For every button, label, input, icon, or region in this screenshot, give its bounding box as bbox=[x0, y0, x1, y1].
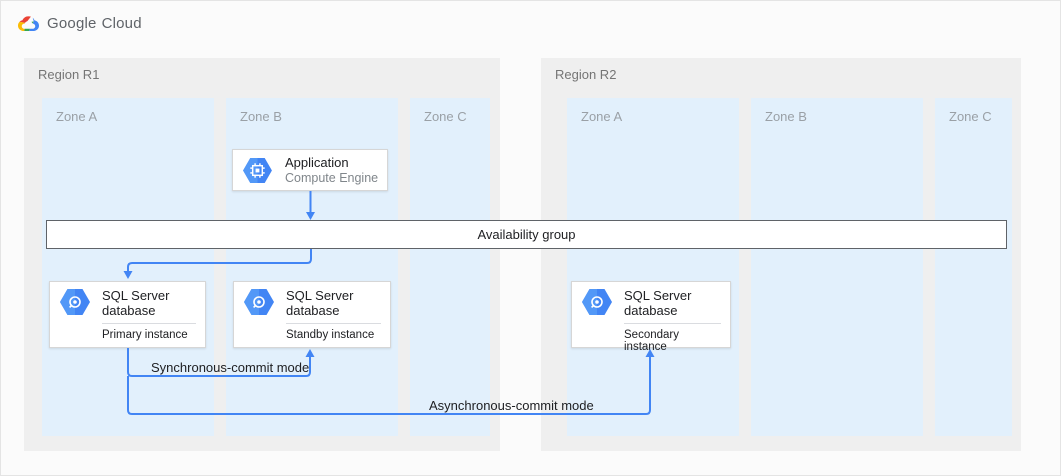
cloud-sql-icon bbox=[244, 289, 274, 315]
sql-primary-node: SQL Server database Primary instance bbox=[49, 281, 206, 348]
compute-engine-icon bbox=[243, 157, 272, 183]
region-r2-zone-c: Zone C bbox=[935, 98, 1012, 436]
zone-label: Zone A bbox=[56, 109, 98, 124]
availability-group-bar: Availability group bbox=[46, 220, 1007, 249]
sql-secondary-title: SQL Server database bbox=[624, 288, 692, 318]
application-subtitle: Compute Engine bbox=[285, 170, 379, 185]
region-r1-zone-c: Zone C bbox=[410, 98, 490, 436]
divider bbox=[624, 323, 721, 324]
sync-commit-label: Synchronous-commit mode bbox=[151, 360, 310, 375]
zone-label: Zone C bbox=[949, 109, 992, 124]
divider bbox=[102, 323, 196, 324]
zone-label: Zone B bbox=[240, 109, 282, 124]
divider bbox=[286, 323, 381, 324]
region-r2-label: Region R2 bbox=[555, 67, 617, 82]
sql-primary-subtitle: Primary instance bbox=[102, 329, 188, 341]
logo-text-google: Google bbox=[47, 14, 97, 32]
cloud-sql-icon bbox=[582, 289, 612, 315]
cloud-sql-icon bbox=[60, 289, 90, 315]
application-node: Application Compute Engine bbox=[232, 149, 388, 191]
zone-label: Zone B bbox=[765, 109, 807, 124]
sql-secondary-node: SQL Server database Secondary instance bbox=[571, 281, 731, 353]
sql-secondary-subtitle: Secondary instance bbox=[624, 329, 679, 353]
availability-group-label: Availability group bbox=[477, 227, 576, 242]
region-r2-zone-a: Zone A bbox=[567, 98, 739, 436]
region-r1-zone-a: Zone A bbox=[42, 98, 214, 436]
google-cloud-cloud-icon bbox=[18, 15, 39, 31]
sql-standby-node: SQL Server database Standby instance bbox=[233, 281, 391, 348]
logo-text-cloud: Cloud bbox=[101, 14, 142, 32]
sql-primary-title: SQL Server database bbox=[102, 288, 170, 318]
application-title: Application bbox=[285, 154, 349, 170]
async-commit-label: Asynchronous-commit mode bbox=[429, 398, 594, 413]
region-r2-zone-b: Zone B bbox=[751, 98, 923, 436]
sql-standby-title: SQL Server database bbox=[286, 288, 354, 318]
region-r2: Region R2 Zone A Zone B Zone C bbox=[541, 58, 1021, 451]
zone-label: Zone A bbox=[581, 109, 623, 124]
zone-label: Zone C bbox=[424, 109, 467, 124]
sql-standby-subtitle: Standby instance bbox=[286, 329, 375, 341]
google-cloud-logo: Google Cloud bbox=[18, 11, 142, 35]
region-r1-label: Region R1 bbox=[38, 67, 100, 82]
region-r1: Region R1 Zone A Zone B Zone C bbox=[24, 58, 500, 451]
